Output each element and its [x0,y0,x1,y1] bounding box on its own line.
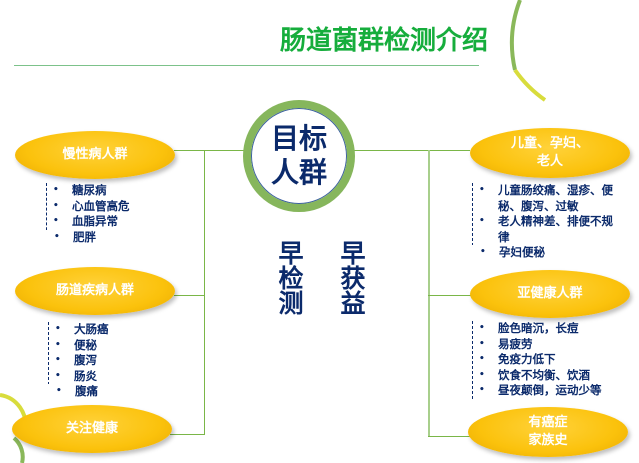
connector [428,295,472,296]
list-item: 腹泻 [48,353,109,369]
list-item: 脸色暗沉，长痘 [472,321,602,337]
list-item: 易疲劳 [472,337,602,353]
list-item: 昼夜颠倒，运动少等 [472,383,602,399]
list-item: 肥胖 [46,229,130,246]
group-chronic-disease: 慢性病人群 [15,131,175,179]
title-divider [14,65,479,66]
group-sub-health: 亚健康人群 [470,270,630,318]
chronic-disease-list: 糖尿病 心血管高危 血脂异常 肥胖 [46,183,130,246]
connector [170,434,204,435]
connector [350,150,470,151]
page-title: 肠道菌群检测介绍 [280,26,489,56]
list-item: 肠炎 [48,369,109,385]
center-label: 目标 人群 [270,122,327,189]
list-item: 老人精神差、排便不规律 [472,214,622,245]
list-item: 免疫力低下 [472,352,602,368]
center-circle [243,100,355,212]
group-cancer-family-history: 有癌症 家族史 [468,407,628,457]
list-item: 血脂异常 [46,214,130,230]
group-health-conscious: 关注健康 [12,405,172,453]
list-item: 便秘 [48,338,109,354]
list-item: 孕妇便秘 [472,245,622,261]
connector [174,295,204,296]
connector [204,150,205,435]
intestinal-disease-list: 大肠癌 便秘 腹泻 肠炎 腹痛 [48,322,109,400]
list-item: 大肠癌 [48,322,109,338]
list-item: 腹痛 [48,384,109,400]
connector [428,436,470,437]
connector [428,150,430,436]
slogan-early-detection: 早检测 [275,240,304,315]
group-intestinal-disease: 肠道疾病人群 [15,267,175,315]
list-item: 心血管高危 [46,199,130,215]
list-item: 糖尿病 [46,183,130,199]
sub-health-list: 脸色暗沉，长痘 易疲劳 免疫力低下 饮食不均衡、饮酒 昼夜颠倒，运动少等 [472,321,602,399]
slogan-early-benefit: 早获益 [337,240,366,315]
list-item: 饮食不均衡、饮酒 [472,368,602,384]
children-pregnant-elderly-list: 儿童肠绞痛、湿疹、便秘、腹泻、过敏 老人精神差、排便不规律 孕妇便秘 [472,183,622,261]
connector [174,150,250,151]
group-children-pregnant-elderly: 儿童、孕妇、 老人 [470,128,630,178]
list-item: 儿童肠绞痛、湿疹、便秘、腹泻、过敏 [472,183,622,214]
